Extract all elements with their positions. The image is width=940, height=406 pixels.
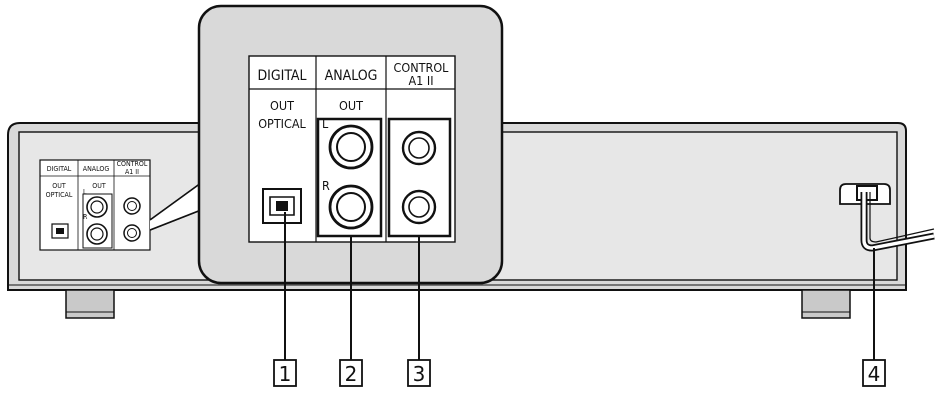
small-right-label: R [83,213,88,221]
small-analog-jack-l [86,196,108,218]
control-jack-1 [401,130,437,166]
callout-4-label: 4 [868,362,881,386]
callout-3: 3 [407,359,431,387]
zoom-right-label: R [322,178,330,193]
small-left-label: L [83,188,87,196]
callout-4: 4 [862,359,886,387]
callout-4-box [862,359,886,387]
zoom-edge-2 [149,209,202,231]
small-analog-jack-r-inner [90,227,104,241]
small-header-control-sub: A1 II [125,168,139,176]
callout-3-box [407,359,431,387]
foot-right [801,289,851,319]
zoom-header-analog: ANALOG [325,68,378,84]
zoom-callout: DIGITAL ANALOG CONTROL A1 II OUT OPTICAL… [197,4,504,285]
analog-jack-l-inner [336,132,366,162]
callout-1-box [273,359,297,387]
control-jack-2 [401,189,437,225]
small-control-jack-2 [123,224,141,242]
small-digital-out: OUT [52,182,66,190]
callout-1-label: 1 [279,362,292,386]
zoom-digital-out: OUT [270,98,294,113]
foot-left [65,289,115,319]
zoom-digital-optical: OPTICAL [258,116,306,131]
control-jack-1-inner [408,137,430,159]
ac-cord [839,183,935,252]
small-control-jack-1 [123,197,141,215]
optical-jack-core [276,201,288,211]
small-analog-jack-l-inner [90,200,104,214]
zoom-wedge [150,183,201,230]
small-control-jack-2-inner [127,228,137,238]
callout-2: 2 [339,359,363,387]
small-control-jack-1-inner [127,201,137,211]
callout-1: 1 [273,359,297,387]
zoom-header-control-sub: A1 II [408,73,433,88]
callout-2-label: 2 [345,362,358,386]
cord-inner [862,192,935,250]
zoom-analog-out: OUT [339,98,363,113]
callout-3-label: 3 [413,362,426,386]
small-header-control: CONTROL [117,160,148,168]
small-header-analog: ANALOG [83,165,110,173]
small-header-digital: DIGITAL [47,165,72,173]
small-optical-jack-core [56,228,64,234]
zoom-left-label: L [322,116,329,131]
small-analog-out: OUT [92,182,106,190]
control-jack-2-inner [408,196,430,218]
small-jack-panel: DIGITAL ANALOG CONTROL A1 II OUT OPTICAL… [39,159,151,251]
small-analog-outline [82,193,113,249]
analog-jack-r-inner [336,192,366,222]
small-digital-optical: OPTICAL [46,191,73,199]
small-analog-jack-r [86,223,108,245]
cord-second-line [869,192,935,243]
zoom-header-control: CONTROL [394,60,450,75]
zoom-edge-1 [149,182,202,221]
zoom-header-digital: DIGITAL [257,68,306,84]
analog-jack-outline [316,117,383,238]
callout-2-box [339,359,363,387]
